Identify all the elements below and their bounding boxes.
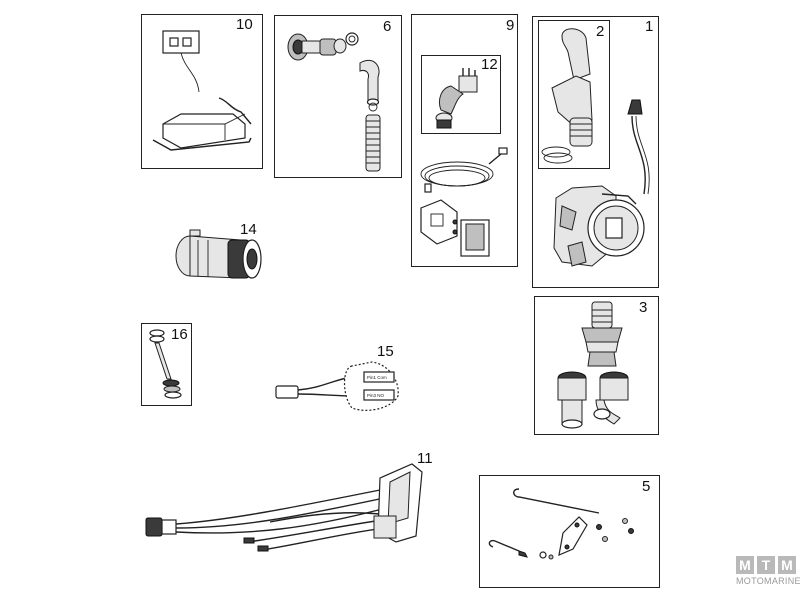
callout-11: 11 [417, 450, 433, 467]
callout-1: 1 [645, 18, 654, 35]
part-16-illustration [149, 329, 182, 399]
watermark-letter-2: T [757, 556, 775, 574]
part-3-illustration [557, 301, 629, 429]
part-14-illustration [175, 229, 262, 279]
part-10-illustration [152, 30, 252, 151]
callout-3: 3 [639, 299, 648, 316]
watermark-letter-3: M [778, 556, 796, 574]
callout-9: 9 [506, 17, 515, 34]
callout-6: 6 [383, 18, 392, 35]
callout-16: 16 [171, 326, 188, 343]
callout-10: 10 [236, 16, 253, 33]
callout-15: 15 [377, 343, 394, 360]
pressure-switch-label-com: Pin1 Com [367, 375, 387, 380]
watermark-letter-1: M [736, 556, 754, 574]
watermark-brand-text: MOTOMARINE [736, 576, 800, 586]
part-5-illustration [488, 488, 634, 560]
callout-2: 2 [596, 23, 605, 40]
brand-watermark: M T M MOTOMARINE [736, 556, 800, 596]
part-1-illustration [541, 28, 650, 267]
part-11-illustration [145, 463, 423, 552]
callout-5: 5 [642, 478, 651, 495]
part-6-illustration [287, 32, 381, 172]
callout-14: 14 [240, 221, 257, 238]
part-9-illustration [420, 68, 508, 257]
part-15-illustration: Pin1 Com Pin3 NO [275, 361, 399, 411]
callout-12: 12 [481, 56, 498, 73]
pressure-switch-label-no: Pin3 NO [367, 393, 385, 398]
